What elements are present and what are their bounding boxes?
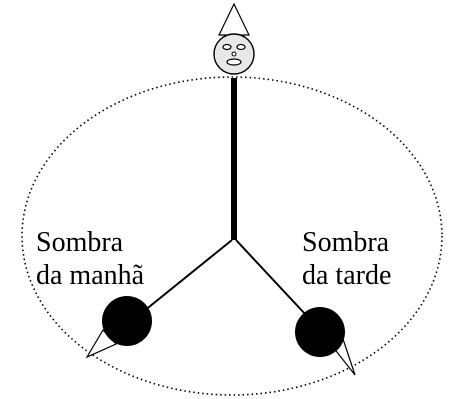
morning-shadow-head	[102, 296, 152, 346]
afternoon-shadow-head	[295, 307, 345, 357]
person-hat-icon	[219, 4, 249, 35]
afternoon-shadow-label: Sombra da tarde	[302, 226, 391, 292]
afternoon-label-line1: Sombra	[302, 226, 391, 259]
person-mouth	[227, 59, 241, 65]
person-eye-right	[237, 45, 245, 50]
afternoon-label-line2: da tarde	[302, 259, 391, 292]
person-nose	[232, 52, 236, 56]
person-figure	[214, 4, 254, 74]
person-eye-left	[223, 45, 231, 50]
morning-shadow-label: Sombra da manhã	[36, 226, 144, 292]
morning-label-line2: da manhã	[36, 259, 144, 292]
morning-label-line1: Sombra	[36, 226, 144, 259]
